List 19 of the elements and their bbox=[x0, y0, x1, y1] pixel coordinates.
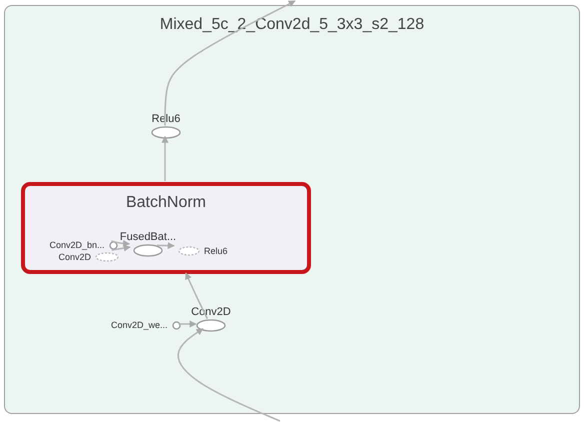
node-label: Relu6 bbox=[204, 245, 229, 257]
node-label: Conv2D_bn... bbox=[48, 239, 104, 251]
arrow bbox=[156, 242, 175, 250]
group-box bbox=[4, 5, 580, 414]
node-label: Conv2D bbox=[190, 306, 232, 318]
group-title: BatchNorm bbox=[124, 194, 208, 212]
node-label: Relu6 bbox=[150, 112, 182, 126]
group-title: Mixed_5c_2_Conv2d_5_3x3_s2_128 bbox=[158, 16, 426, 34]
arrow bbox=[185, 272, 208, 319]
node-label: Conv2D_we... bbox=[110, 319, 168, 331]
node-label: Conv2D bbox=[57, 251, 91, 263]
highlighted-group-box bbox=[21, 182, 311, 274]
arrow bbox=[177, 328, 280, 422]
arrow bbox=[162, 136, 168, 181]
arrow bbox=[164, 0, 296, 126]
arrow bbox=[112, 244, 131, 252]
node-label: FusedBat... bbox=[118, 230, 178, 244]
arrow bbox=[111, 240, 130, 247]
arrow bbox=[178, 320, 197, 328]
